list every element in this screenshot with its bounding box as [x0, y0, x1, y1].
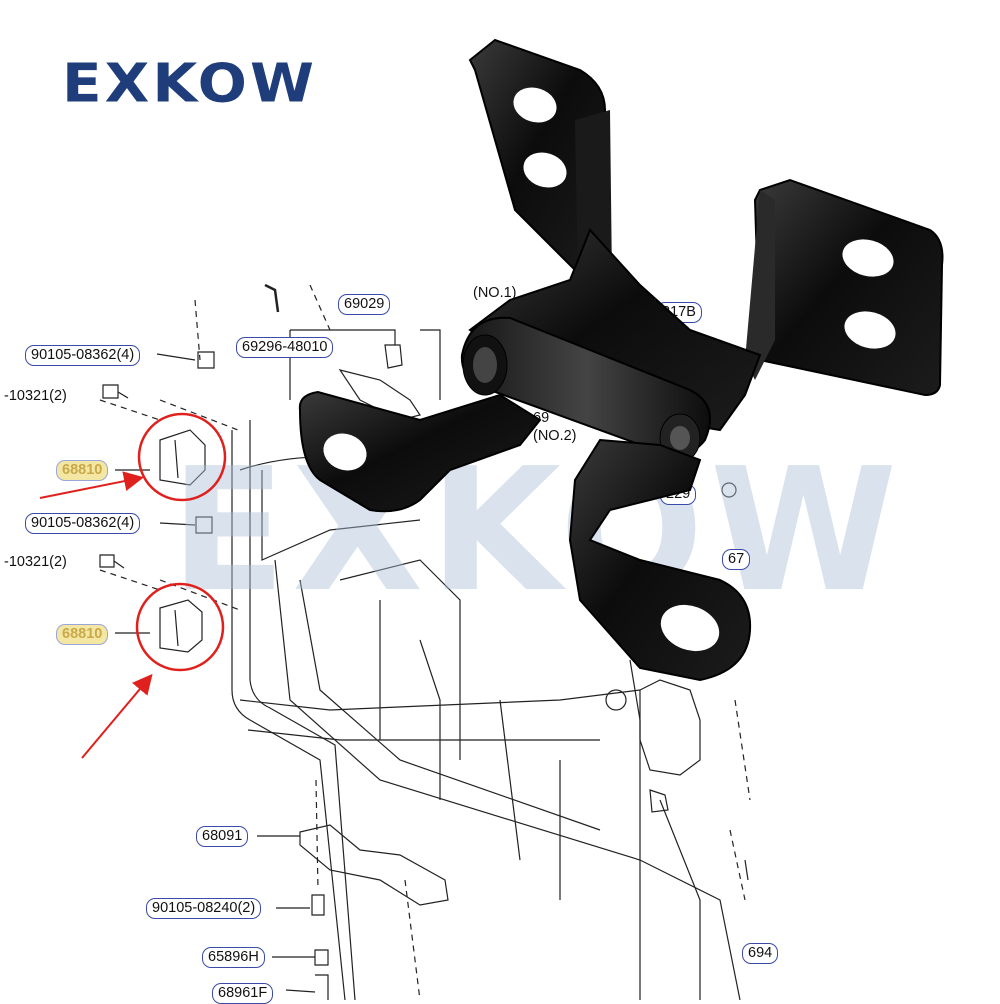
part-label: 67	[722, 549, 751, 570]
part-label: 90105-08362(4)	[25, 513, 141, 534]
mounting-hole	[323, 433, 367, 471]
mounting-hole	[842, 239, 894, 277]
part-label: -10321(2)	[4, 554, 67, 570]
door-outline	[231, 430, 346, 1000]
part-label: 90105-08240(2)	[146, 898, 262, 919]
mounting-hole	[523, 152, 567, 188]
part-label: 69029	[338, 294, 391, 315]
part-label: -10321(2)	[4, 388, 67, 404]
mounting-hole	[513, 87, 557, 123]
part-label: 68961F	[212, 983, 274, 1004]
part-label: 68091	[196, 826, 249, 847]
part-label-highlighted: 68810	[56, 624, 109, 645]
part-label: 90105-08362(4)	[25, 345, 141, 366]
brand-logo: EXKOW	[62, 52, 317, 115]
part-label: (NO.2)	[533, 428, 577, 444]
part-label: (NO.1)	[473, 285, 517, 301]
part-label: 69296-48010	[236, 337, 334, 358]
part-label: 694	[742, 943, 779, 964]
mounting-hole	[660, 604, 720, 652]
mounting-hole	[844, 311, 896, 349]
part-label: 65896H	[202, 947, 265, 968]
